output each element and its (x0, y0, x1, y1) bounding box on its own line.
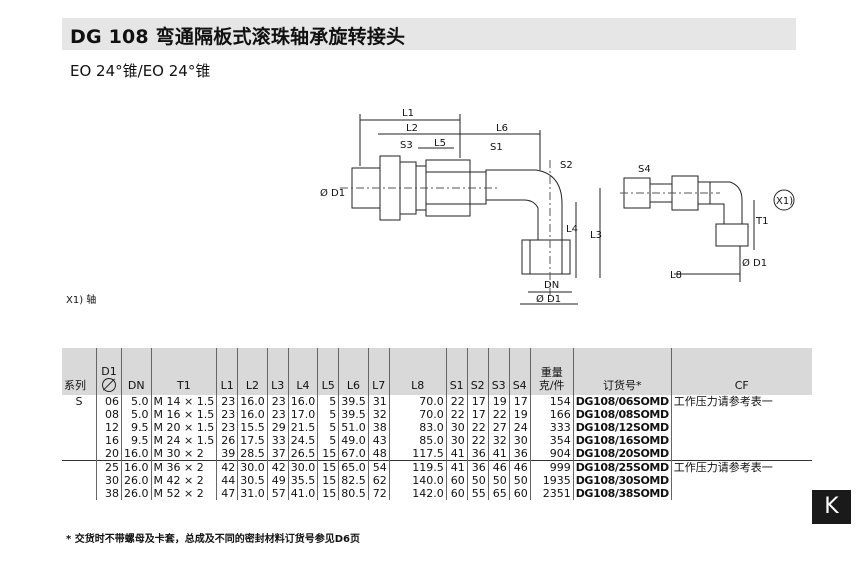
drawing-label-s1: S1 (490, 142, 503, 153)
col-s3: S3 (487, 348, 510, 395)
drawing-label-l6: L6 (496, 123, 508, 134)
table-row: S 06 5.0 M 14 × 1.5 23 16.0 23 16.0 5 39… (62, 395, 812, 408)
col-l6: L6 (338, 348, 369, 395)
drawing-label-dn: DN (544, 280, 559, 291)
col-l3: L3 (266, 348, 289, 395)
drawing-label-d1-left: Ø D1 (320, 187, 345, 199)
drawing-label-l4: L4 (566, 224, 578, 235)
section-badge: K (812, 490, 851, 524)
table-row: 08 5.0 M 16 × 1.5 23 16.0 23 17.0 5 39.5… (62, 408, 812, 421)
page-subtitle: EO 24°锥/EO 24°锥 (70, 62, 211, 80)
cf-note-2: 工作压力请参考表一 (670, 460, 812, 474)
drawing-elbow (485, 169, 563, 241)
group2-rows: 25 16.0 M 36 × 2 42 30.0 42 30.0 15 65.0… (62, 460, 812, 500)
table-row: 16 9.5 M 24 × 1.5 26 17.5 33 24.5 5 49.0… (62, 434, 812, 447)
drawing-label-s2: S2 (560, 160, 573, 171)
col-l5: L5 (317, 348, 339, 395)
technical-drawing: L1 L2 L6 L5 S3 S1 S2 S4 L4 L3 L8 T1 DN Ø… (320, 108, 795, 305)
table-row: 25 16.0 M 36 × 2 42 30.0 42 30.0 15 65.0… (62, 460, 812, 474)
cf-note-1: 工作压力请参考表一 (670, 395, 812, 408)
col-l8: L8 (388, 348, 447, 395)
col-l2: L2 (237, 348, 268, 395)
page-title: DG 108 弯通隔板式滚珠轴承旋转接头 (70, 26, 406, 48)
table-row: 20 16.0 M 30 × 2 39 28.5 37 26.5 15 67.0… (62, 447, 812, 461)
col-series: 系列 (62, 348, 97, 395)
drawing-label-s3: S3 (400, 140, 413, 151)
col-s2: S2 (466, 348, 489, 395)
diameter-icon (102, 378, 116, 392)
drawing-label-d1-bottom: Ø D1 (536, 293, 561, 305)
table-row: 12 9.5 M 20 × 1.5 23 15.5 29 21.5 5 51.0… (62, 421, 812, 434)
col-l4: L4 (287, 348, 318, 395)
drawing-small-elbow-nut (715, 223, 749, 247)
title-bar (62, 18, 796, 50)
col-dn: DN (121, 348, 151, 395)
cell-series: S (75, 395, 83, 408)
note-x1: X1) 轴 (66, 295, 97, 306)
spec-table: 系列 D1 DN T1 L1 L2 L3 L4 L5 L6 L7 L8 S1 S… (62, 348, 812, 500)
drawing-label-d1-right: Ø D1 (742, 257, 767, 269)
table-row: 38 26.0 M 52 × 2 47 31.0 57 41.0 15 80.5… (62, 487, 812, 500)
col-s1: S1 (445, 348, 468, 395)
group1-rows: S 06 5.0 M 14 × 1.5 23 16.0 23 16.0 5 39… (62, 395, 812, 461)
drawing-axis-symbol (773, 189, 795, 211)
drawing-label-l5: L5 (434, 138, 446, 149)
table-row: 30 26.0 M 42 × 2 44 30.5 49 35.5 15 82.5… (62, 474, 812, 487)
col-weight: 重量 克/件 (529, 348, 574, 395)
drawing-label-t1: T1 (755, 216, 768, 227)
footnote: * 交货时不带螺母及卡套，总成及不同的密封材料订货号参见D6页 (66, 534, 360, 545)
drawing-label-s4: S4 (638, 164, 651, 175)
drawing-label-x1: X1) (776, 196, 793, 207)
col-l7: L7 (367, 348, 390, 395)
drawing-label-l3: L3 (590, 230, 602, 241)
drawing-label-l1: L1 (402, 108, 414, 119)
col-s4: S4 (508, 348, 531, 395)
drawing-label-l2: L2 (406, 123, 418, 134)
col-l1: L1 (216, 348, 238, 395)
col-cf: CF (670, 348, 812, 395)
col-t1: T1 (150, 348, 217, 395)
drawing-label-l8: L8 (670, 270, 682, 281)
col-order: 订货号* (572, 348, 672, 395)
col-d1: D1 (96, 348, 122, 395)
drawing-elbow-fitting (521, 239, 571, 275)
table-header-row: 系列 D1 DN T1 L1 L2 L3 L4 L5 L6 L7 L8 S1 S… (62, 348, 812, 395)
